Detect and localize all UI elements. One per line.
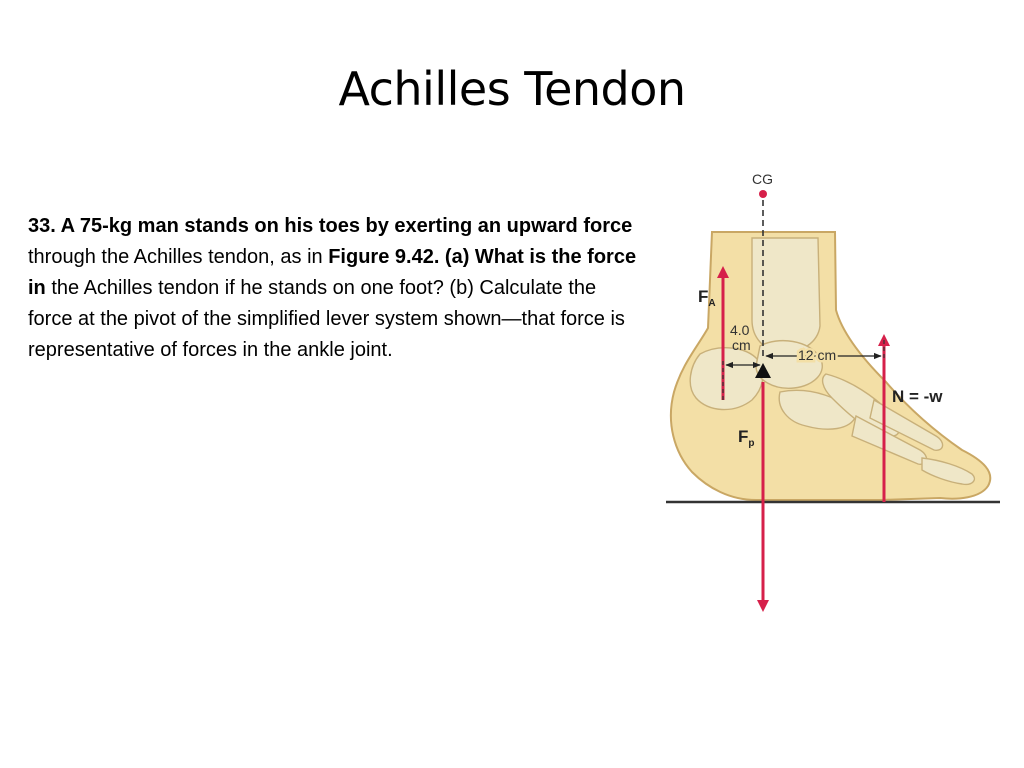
dist-a-line1: 4.0 [730, 322, 750, 338]
slide-title: Achilles Tendon [338, 62, 686, 116]
foot-lever-figure: CG FA 4.0 cm 12 cm Fp N = -w [660, 160, 1005, 635]
foot-bones [689, 237, 976, 486]
problem-text: 33. A 75-kg man stands on his toes by ex… [28, 211, 643, 366]
fp-label: Fp [738, 427, 755, 449]
dist-b-label: 12 cm [798, 347, 836, 363]
problem-text-2: through the Achilles tendon, as in [28, 246, 329, 268]
fa-label: FA [698, 287, 716, 309]
problem-text-bold-1: 33. A 75-kg man stands on his toes by ex… [28, 215, 633, 237]
cg-label: CG [752, 171, 773, 187]
dist-a-line2: cm [732, 337, 751, 353]
problem-text-bold-3: Figure 9.42. (a) What is the force in [28, 246, 637, 299]
pivot-triangle [755, 363, 771, 378]
cg-dot [759, 190, 767, 198]
foot-diagram-svg: CG FA 4.0 cm 12 cm Fp N = -w [666, 171, 1000, 612]
problem-text-4: the Achilles tendon if he stands on one … [28, 277, 625, 361]
n-label: N = -w [892, 387, 943, 406]
